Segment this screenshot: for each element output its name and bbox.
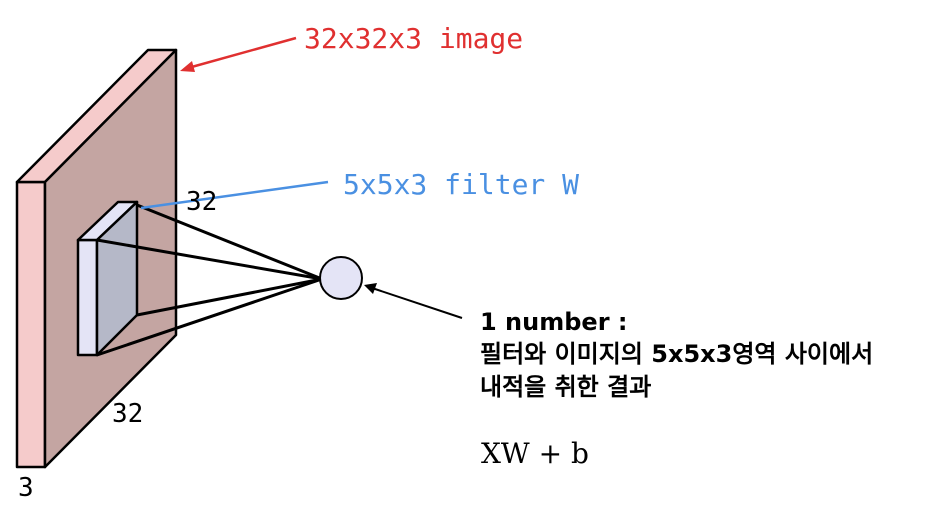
output-description-line3: 내적을 취한 결과 (480, 373, 651, 401)
connection-line (136, 277, 323, 317)
connection-line (96, 238, 323, 281)
image-label: 32x32x3 image (304, 22, 523, 55)
output-neuron (319, 256, 363, 300)
neuron-pointer-arrowhead (364, 283, 377, 294)
image-pointer-arrowhead (180, 61, 195, 72)
depth-label: 3 (18, 473, 34, 503)
filter-label: 5x5x3 filter W (343, 168, 579, 201)
filter-pointer-line (140, 180, 329, 210)
neuron-pointer-arrow (371, 287, 463, 319)
image-pointer-arrow (187, 36, 297, 70)
connection-line (96, 277, 323, 357)
output-description-line2: 필터와 이미지의 5x5x3영역 사이에서 (480, 340, 873, 368)
connection-line (136, 203, 323, 281)
formula-label: XW + b (481, 437, 589, 470)
height-label: 32 (186, 187, 217, 217)
image-volume-side-face (15, 180, 47, 469)
width-label: 32 (112, 399, 143, 429)
output-description-line1: 1 number : (480, 308, 627, 336)
filter-side-face (76, 238, 99, 357)
